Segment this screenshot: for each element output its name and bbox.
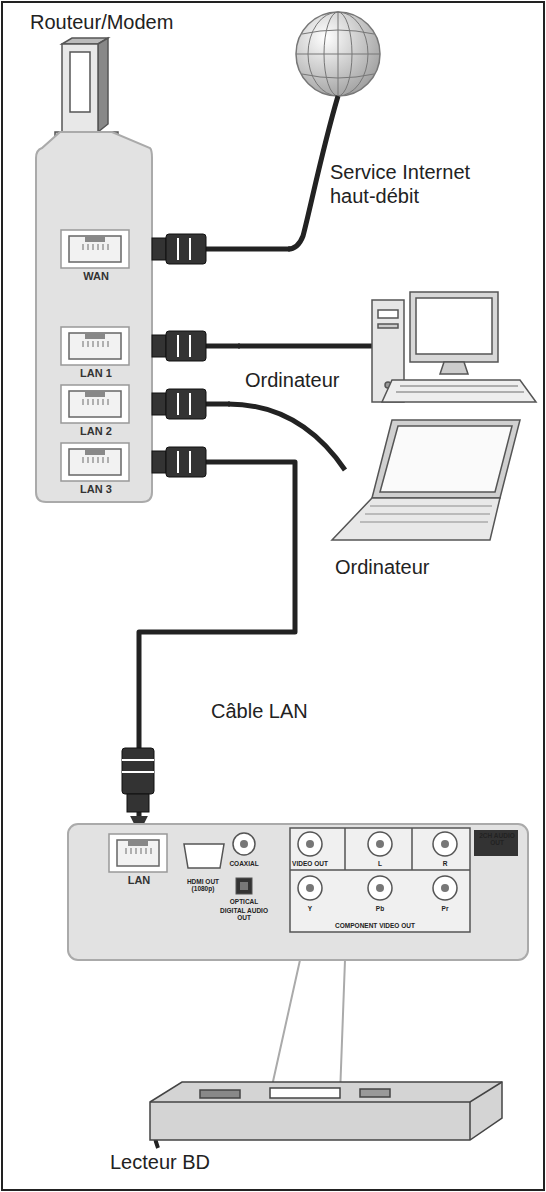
port-label: LAN 3 (55, 483, 137, 496)
port-pin (125, 848, 127, 854)
port-pin (140, 848, 142, 854)
port-pin (82, 457, 84, 463)
network-port: LAN 3 (55, 441, 137, 499)
connector-label: COAXIAL (224, 860, 264, 867)
connector-label: Pr (435, 905, 455, 912)
desktop-computer (238, 292, 536, 402)
port-socket (117, 840, 159, 866)
device-label: Ordinateur (245, 368, 375, 392)
rj45-plug (122, 748, 154, 812)
port-pin (82, 341, 84, 347)
port-pin (102, 399, 104, 405)
port-socket (69, 391, 121, 417)
bd-rear-panel (68, 824, 528, 1095)
computer: Ordinateur (230, 398, 525, 585)
port-pin (145, 848, 147, 854)
port-pin (97, 341, 99, 347)
port-icon (55, 228, 135, 270)
rj45-plug (152, 234, 206, 477)
port-tab (85, 236, 105, 242)
port-label: LAN 1 (55, 367, 137, 380)
port-label: WAN (55, 270, 137, 283)
port-pin (87, 399, 89, 405)
port-pin (102, 457, 104, 463)
port-pin (97, 244, 99, 250)
port-pin (150, 848, 152, 854)
connector-label: DIGITAL AUDIO OUT (220, 907, 268, 922)
connector-label: VIDEO OUT (290, 860, 330, 867)
port-pin (87, 244, 89, 250)
port-tab (85, 449, 105, 455)
port-pin (107, 399, 109, 405)
port-frame (61, 385, 129, 423)
port-pin (135, 848, 137, 854)
port-icon (103, 832, 173, 874)
port-pin (92, 399, 94, 405)
port-pin (107, 457, 109, 463)
port-pin (82, 244, 84, 250)
port-frame (61, 327, 129, 365)
device-label: Ordinateur (335, 555, 485, 579)
port-tab (85, 333, 105, 339)
port-tab (128, 840, 148, 846)
connector-label: Pb (370, 905, 390, 912)
device-group: Routeur/ModemWAN LAN 1 LAN 2 LAN 3 (20, 5, 192, 505)
cable-label: Câble LAN (209, 700, 310, 723)
laptop-computer (228, 404, 520, 540)
connector-label: OPTICAL (224, 898, 264, 905)
network-port: LAN 1 (55, 325, 137, 385)
router-panel (36, 132, 152, 502)
connector-label: COMPONENT VIDEO OUT (300, 922, 450, 929)
port-icon (55, 441, 135, 483)
bd-player (150, 1082, 502, 1148)
port-pin (102, 244, 104, 250)
device-label: Service Internet haut-débit (330, 160, 520, 208)
port-frame (61, 230, 129, 268)
port-socket (69, 449, 121, 475)
connector-label: 2CH AUDIO OUT (474, 832, 520, 847)
network-port: LAN 2 (55, 383, 137, 441)
connector-label: Y (300, 905, 320, 912)
port-frame (61, 443, 129, 481)
port-pin (92, 244, 94, 250)
port-pin (87, 341, 89, 347)
port-pin (130, 848, 132, 854)
device-label: Routeur/Modem (30, 10, 190, 34)
connector-label: L (370, 860, 390, 867)
port-tab (85, 391, 105, 397)
port-pin (97, 399, 99, 405)
port-icon (55, 383, 135, 425)
port-pin (102, 341, 104, 347)
network-port: LAN (103, 832, 175, 904)
connector-label: HDMI OUT (1080p) (178, 878, 228, 893)
port-frame (109, 834, 167, 872)
globe-icon (288, 12, 380, 249)
internet-service: Service Internet haut-débit (290, 10, 525, 270)
port-pin (97, 457, 99, 463)
port-pin (107, 341, 109, 347)
router-icon (55, 38, 118, 140)
port-icon (55, 325, 135, 367)
port-pin (87, 457, 89, 463)
bd-player-group: Lecteur BD LAN (40, 822, 540, 1180)
port-label: LAN 2 (55, 425, 137, 438)
computer: Ordinateur (240, 290, 542, 395)
network-port: WAN (55, 228, 137, 288)
device-label: Lecteur BD (110, 1150, 260, 1174)
port-pin (92, 341, 94, 347)
connector-label: R (435, 860, 455, 867)
lan-cable (137, 462, 295, 832)
port-pin (107, 244, 109, 250)
port-label: LAN (103, 874, 175, 887)
port-pin (82, 399, 84, 405)
port-socket (69, 236, 121, 262)
port-socket (69, 333, 121, 359)
port-pin (92, 457, 94, 463)
